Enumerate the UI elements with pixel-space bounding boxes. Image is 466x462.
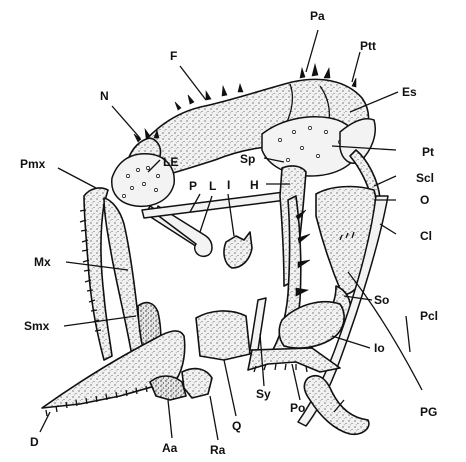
label-Cl: Cl [420,229,432,243]
label-Es: Es [402,85,417,99]
label-Sy: Sy [256,387,271,401]
label-Pmx: Pmx [20,157,46,171]
label-Sp: Sp [240,152,255,166]
quadrate [196,311,250,360]
angular [150,376,186,400]
label-P: P [189,179,197,193]
pelvic-girdle [304,376,369,435]
label-Scl: Scl [416,171,434,185]
label-Pa: Pa [310,9,325,23]
label-PG: PG [420,405,437,419]
label-Q: Q [232,419,241,433]
label-Aa: Aa [162,441,178,455]
label-Io: Io [374,341,385,355]
label-Po: Po [290,401,305,415]
label-Ptt: Ptt [360,39,376,53]
isolated-bone-I [224,232,252,268]
label-D: D [30,435,39,449]
label-L: L [209,179,216,193]
label-LE: LE [163,155,178,169]
label-So: So [374,293,389,307]
label-O: O [420,193,429,207]
symplectic [250,298,266,350]
label-F: F [170,49,177,63]
label-Mx: Mx [34,255,51,269]
label-Smx: Smx [24,319,50,333]
label-Pcl: Pcl [420,309,438,323]
label-Ra: Ra [210,443,226,457]
label-I: I [227,178,230,192]
label-Pt: Pt [422,145,434,159]
label-H: H [250,178,259,192]
retroarticular [182,369,212,398]
label-N: N [100,89,109,103]
